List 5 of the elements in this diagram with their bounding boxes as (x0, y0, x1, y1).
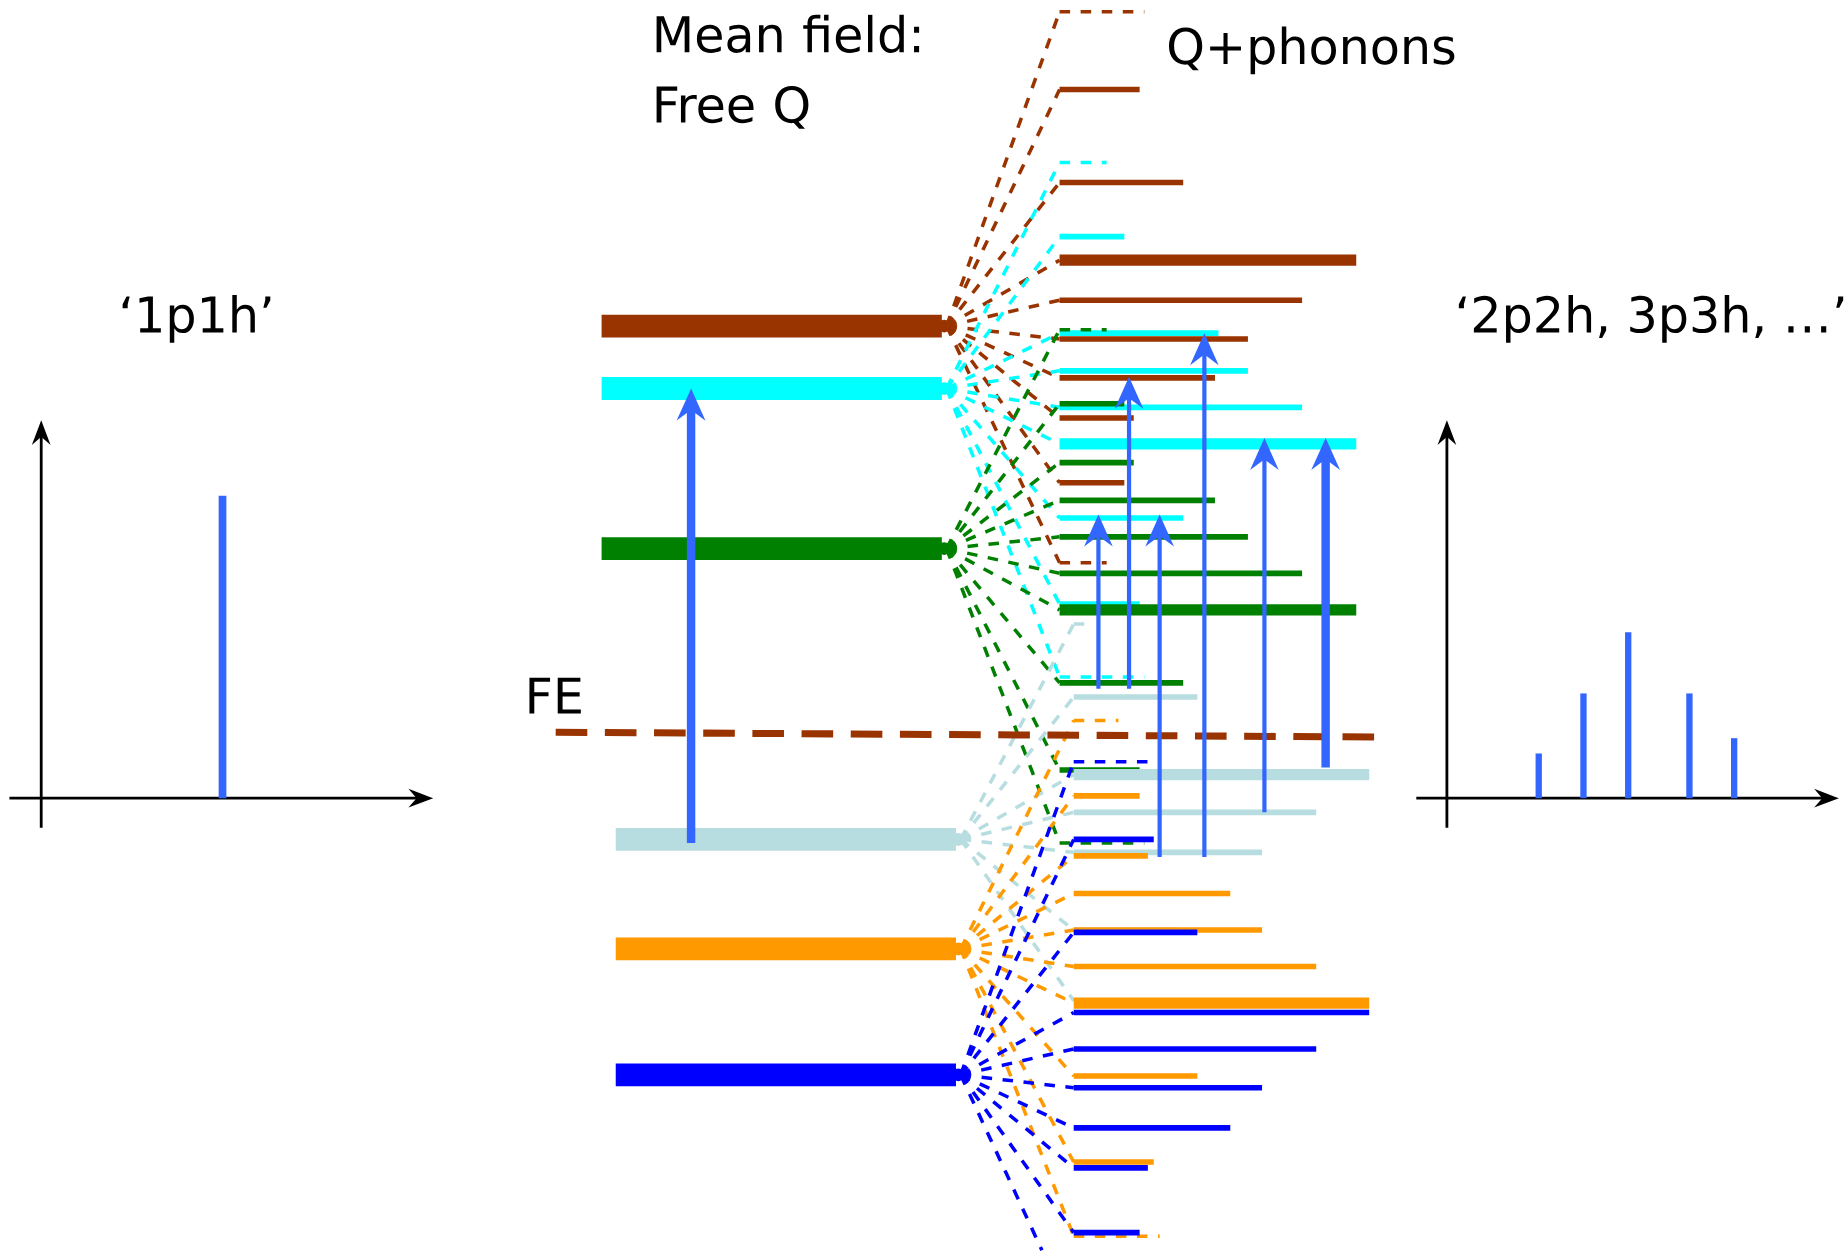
text-label: ‘2p2h, 3p3h, …’ (1458, 295, 1844, 343)
text-label: Q+phonons (1169, 26, 1455, 75)
text-label: FE (529, 677, 581, 714)
text-label: Mean field: Free Q (656, 14, 920, 129)
text-label: ‘1p1h’ (122, 295, 271, 343)
